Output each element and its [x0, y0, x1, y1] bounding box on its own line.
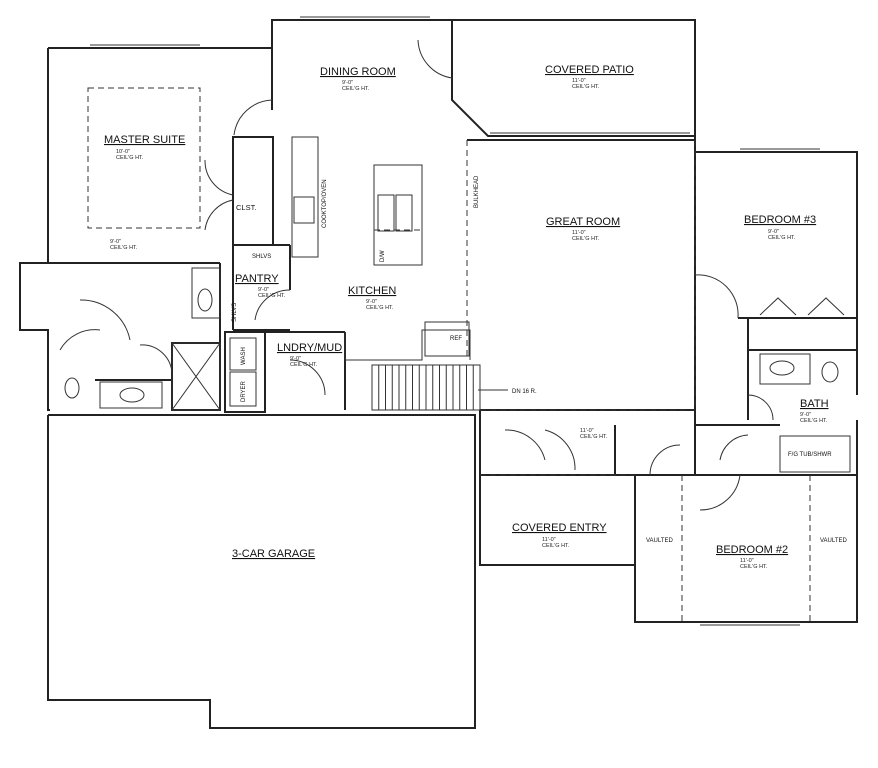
dining-room-ceil: CEIL'G HT.: [342, 86, 370, 92]
master-suite-label: MASTER SUITE: [104, 134, 185, 146]
bedroom2-ceil: CEIL'G HT.: [740, 564, 768, 570]
dw-label: D/W: [380, 250, 386, 262]
lower-counter: [344, 321, 471, 361]
covered-entry-label: COVERED ENTRY: [512, 522, 607, 534]
covered-patio-height: 11'-0": [572, 78, 586, 84]
great-room-label: GREAT ROOM: [546, 216, 620, 228]
vaulted-label-left: VAULTED: [646, 538, 673, 544]
wash-label: WASH: [241, 347, 247, 365]
exterior-walls: [19, 19, 858, 729]
covered-entry-height: 11'-0": [542, 537, 556, 543]
bedroom3-label: BEDROOM #3: [744, 214, 816, 226]
covered-entry-ceil: CEIL'G HT.: [542, 543, 570, 549]
bedroom2-height: 11'-0": [740, 558, 754, 564]
master-suite-height: 10'-0": [116, 149, 130, 155]
kitchen-island: [373, 164, 423, 266]
pantry-ceil: CEIL'G HT.: [258, 293, 286, 299]
foyer-height: 11'-0": [580, 428, 594, 434]
doors: [59, 39, 774, 511]
washer: [229, 337, 257, 371]
dryer: [229, 371, 257, 407]
laundry-height: 9'-0": [290, 356, 301, 362]
cooktop-label: COOKTOP/OVEN: [322, 179, 328, 228]
bedroom3-height: 9'-0": [768, 229, 779, 235]
dryer-label: DRYER: [241, 380, 247, 402]
garage-label: 3-CAR GARAGE: [232, 548, 315, 560]
dining-room-label: DINING ROOM: [320, 66, 396, 78]
great-room-height: 11'-0": [572, 230, 586, 236]
windows: [90, 16, 820, 626]
covered-patio-label: COVERED PATIO: [545, 64, 634, 76]
ref-label: REF: [450, 336, 462, 342]
bath-ceil: CEIL'G HT.: [800, 418, 828, 424]
laundry-ceil: CEIL'G HT.: [290, 362, 318, 368]
master-bath-height: 9'-0": [110, 239, 121, 245]
master-bath-ceil: CEIL'G HT.: [110, 245, 138, 251]
master-bath-fixtures: [64, 288, 221, 411]
shelves-label: SHLVS: [252, 254, 271, 260]
bedroom2-label: BEDROOM #2: [716, 544, 788, 556]
covered-patio-ceil: CEIL'G HT.: [572, 84, 600, 90]
closet-label: CLST.: [236, 203, 256, 212]
kitchen-label: KITCHEN: [348, 285, 396, 297]
foyer-ceil: CEIL'G HT.: [580, 434, 608, 440]
bath-label: BATH: [800, 398, 829, 410]
cooktop-counter: [291, 136, 319, 258]
bulkhead-label: BULKHEAD: [474, 175, 480, 208]
great-room-ceil: CEIL'G HT.: [572, 236, 600, 242]
laundry-label: LNDRY/MUD: [277, 342, 342, 354]
interior-walls: [48, 136, 857, 565]
dining-room-height: 9'-0": [342, 80, 353, 86]
bedroom3-ceil: CEIL'G HT.: [768, 235, 796, 241]
kitchen-ceil: CEIL'G HT.: [366, 305, 394, 311]
master-suite-ceil: CEIL'G HT.: [116, 155, 144, 161]
bedroom3-closet-doors: [759, 297, 845, 316]
stairs-label: DN 16 R.: [512, 389, 537, 395]
vaulted-label-right: VAULTED: [820, 538, 847, 544]
bath-fixtures: [759, 353, 839, 385]
bath-height: 9'-0": [800, 412, 811, 418]
shelves-vertical-label: SHLVS: [232, 303, 238, 322]
pantry-height: 9'-0": [258, 287, 269, 293]
kitchen-height: 9'-0": [366, 299, 377, 305]
tray-ceiling-outline: [87, 87, 201, 229]
tub-label: F/G TUB/SHWR: [788, 452, 832, 458]
stairs: [371, 364, 481, 411]
pantry-label: PANTRY: [235, 273, 279, 285]
